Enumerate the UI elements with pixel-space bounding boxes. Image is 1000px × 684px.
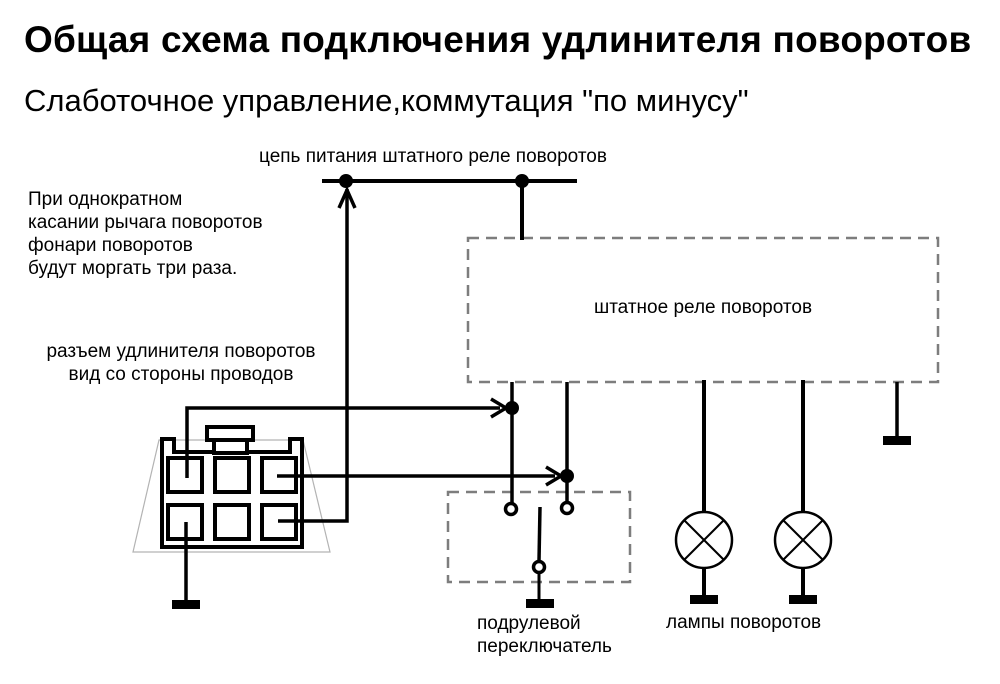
power-circuit-label: цепь питания штатного реле поворотов (259, 146, 607, 167)
connector-label: разъем удлинителя поворотов вид со сторо… (46, 341, 316, 385)
connector-pin (260, 456, 298, 494)
connector-pin (213, 456, 251, 494)
power-line (322, 174, 577, 240)
steering-switch (503, 500, 575, 608)
switch-pivot (531, 559, 547, 575)
relay-box (466, 236, 940, 384)
connector-housing (160, 425, 304, 609)
ground-icon (789, 595, 817, 604)
page-title: Общая схема подключения удлинителя повор… (24, 19, 972, 60)
steering-switch-label: подрулевой переключатель (477, 613, 612, 657)
lamp-right (773, 510, 833, 604)
ground-icon (172, 600, 200, 609)
switch-terminal (559, 500, 575, 516)
connector-latch (212, 438, 249, 455)
connector-pin (260, 503, 298, 541)
pin-to-relay-wire-2 (277, 465, 565, 487)
page-subtitle: Слаботочное управление,коммутация "по ми… (24, 83, 749, 118)
lamp-left (674, 510, 734, 604)
relay-output-wires (505, 380, 911, 513)
switch-terminal (503, 501, 519, 517)
lamps-label: лампы поворотов (666, 612, 822, 633)
junction-dot (339, 174, 353, 188)
connector-pin (166, 456, 204, 494)
switch-lever (537, 506, 542, 562)
junction-dot (505, 401, 519, 415)
arrow-up-icon (337, 185, 357, 209)
ground-icon (690, 595, 718, 604)
junction-dot (560, 469, 574, 483)
ground-icon (883, 436, 911, 445)
junction-dot (515, 174, 529, 188)
ground-icon (526, 599, 554, 608)
behavior-note: При однократном касании рычага поворотов… (28, 189, 263, 279)
relay-label: штатное реле поворотов (593, 297, 813, 318)
pin-to-power-wire (278, 185, 357, 523)
connector-pin (213, 503, 251, 541)
